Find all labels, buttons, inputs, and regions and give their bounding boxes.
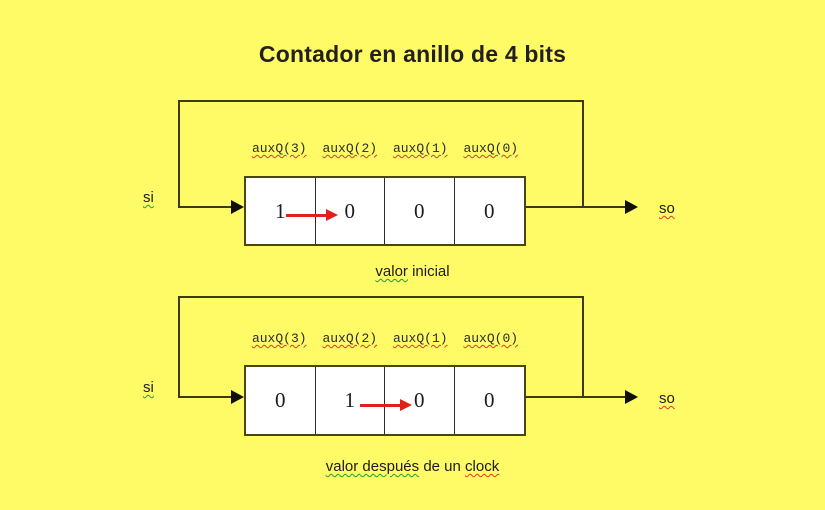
bit-label-2-1-text: auxQ(2)	[322, 141, 378, 156]
output-arrowhead-2	[625, 390, 638, 404]
feedback-wire-left-1	[178, 100, 180, 207]
bit-label-2-1: auxQ(2)	[315, 141, 386, 156]
bit-label-0-1: auxQ(0)	[456, 141, 527, 156]
bit-label-1-1: auxQ(1)	[385, 141, 456, 156]
bit-label-1-2: auxQ(1)	[385, 331, 456, 346]
port-si-text-2: si	[143, 379, 154, 396]
register-cell: 1	[315, 367, 385, 434]
feedback-wire-right-1	[582, 100, 584, 207]
output-arrowhead-1	[625, 200, 638, 214]
output-wire-1	[526, 206, 628, 208]
input-wire-1	[178, 206, 234, 208]
caption-after-clock-prefix: valor después	[325, 458, 420, 475]
feedback-wire-left-2	[178, 296, 180, 397]
input-wire-2	[178, 396, 234, 398]
page-title: Contador en anillo de 4 bits	[258, 41, 567, 67]
caption-after-clock: valor después de un clock	[0, 458, 825, 475]
bit-label-1-2-text: auxQ(1)	[392, 331, 448, 346]
shift-arrow-1	[286, 209, 338, 221]
register-cell: 1	[246, 178, 316, 244]
caption-initial-suffix: inicial	[412, 263, 450, 280]
feedback-wire-top-1	[178, 100, 584, 102]
port-label-si-1: si	[143, 189, 154, 206]
output-wire-2	[526, 396, 628, 398]
bit-labels-2: auxQ(3) auxQ(2) auxQ(1) auxQ(0)	[244, 331, 526, 346]
register-after-clock: 0 1 0 0	[244, 365, 526, 436]
register-initial: 1 0 0 0	[244, 176, 526, 246]
bit-label-1-1-text: auxQ(1)	[392, 141, 448, 156]
port-label-so-1: so	[659, 200, 675, 217]
bit-label-2-2: auxQ(2)	[315, 331, 386, 346]
register-cell: 0	[454, 367, 524, 434]
register-cell: 0	[454, 178, 524, 244]
caption-initial: valor inicial	[0, 263, 825, 280]
caption-after-clock-suffix: clock	[465, 458, 500, 475]
feedback-wire-top-2	[178, 296, 584, 298]
bit-label-0-1-text: auxQ(0)	[463, 141, 519, 156]
register-cell: 0	[385, 178, 455, 244]
feedback-wire-right-2	[582, 296, 584, 397]
input-arrowhead-1	[231, 200, 244, 214]
bit-label-2-2-text: auxQ(2)	[322, 331, 378, 346]
bit-label-3-2-text: auxQ(3)	[251, 331, 307, 346]
port-label-si-2: si	[143, 379, 154, 396]
register-cell: 0	[385, 367, 455, 434]
shift-arrow-2	[360, 399, 412, 411]
bit-label-0-2-text: auxQ(0)	[463, 331, 519, 346]
port-so-text-2: so	[659, 390, 675, 407]
input-arrowhead-2	[231, 390, 244, 404]
caption-initial-prefix: valor	[375, 263, 408, 280]
port-si-text-1: si	[143, 189, 154, 206]
bit-label-0-2: auxQ(0)	[456, 331, 527, 346]
bit-labels-1: auxQ(3) auxQ(2) auxQ(1) auxQ(0)	[244, 141, 526, 156]
bit-label-3-1-text: auxQ(3)	[251, 141, 307, 156]
bit-label-3-2: auxQ(3)	[244, 331, 315, 346]
bit-label-3-1: auxQ(3)	[244, 141, 315, 156]
caption-after-clock-mid: de un	[423, 458, 461, 475]
register-cell: 0	[246, 367, 316, 434]
port-so-text-1: so	[659, 200, 675, 217]
port-label-so-2: so	[659, 390, 675, 407]
